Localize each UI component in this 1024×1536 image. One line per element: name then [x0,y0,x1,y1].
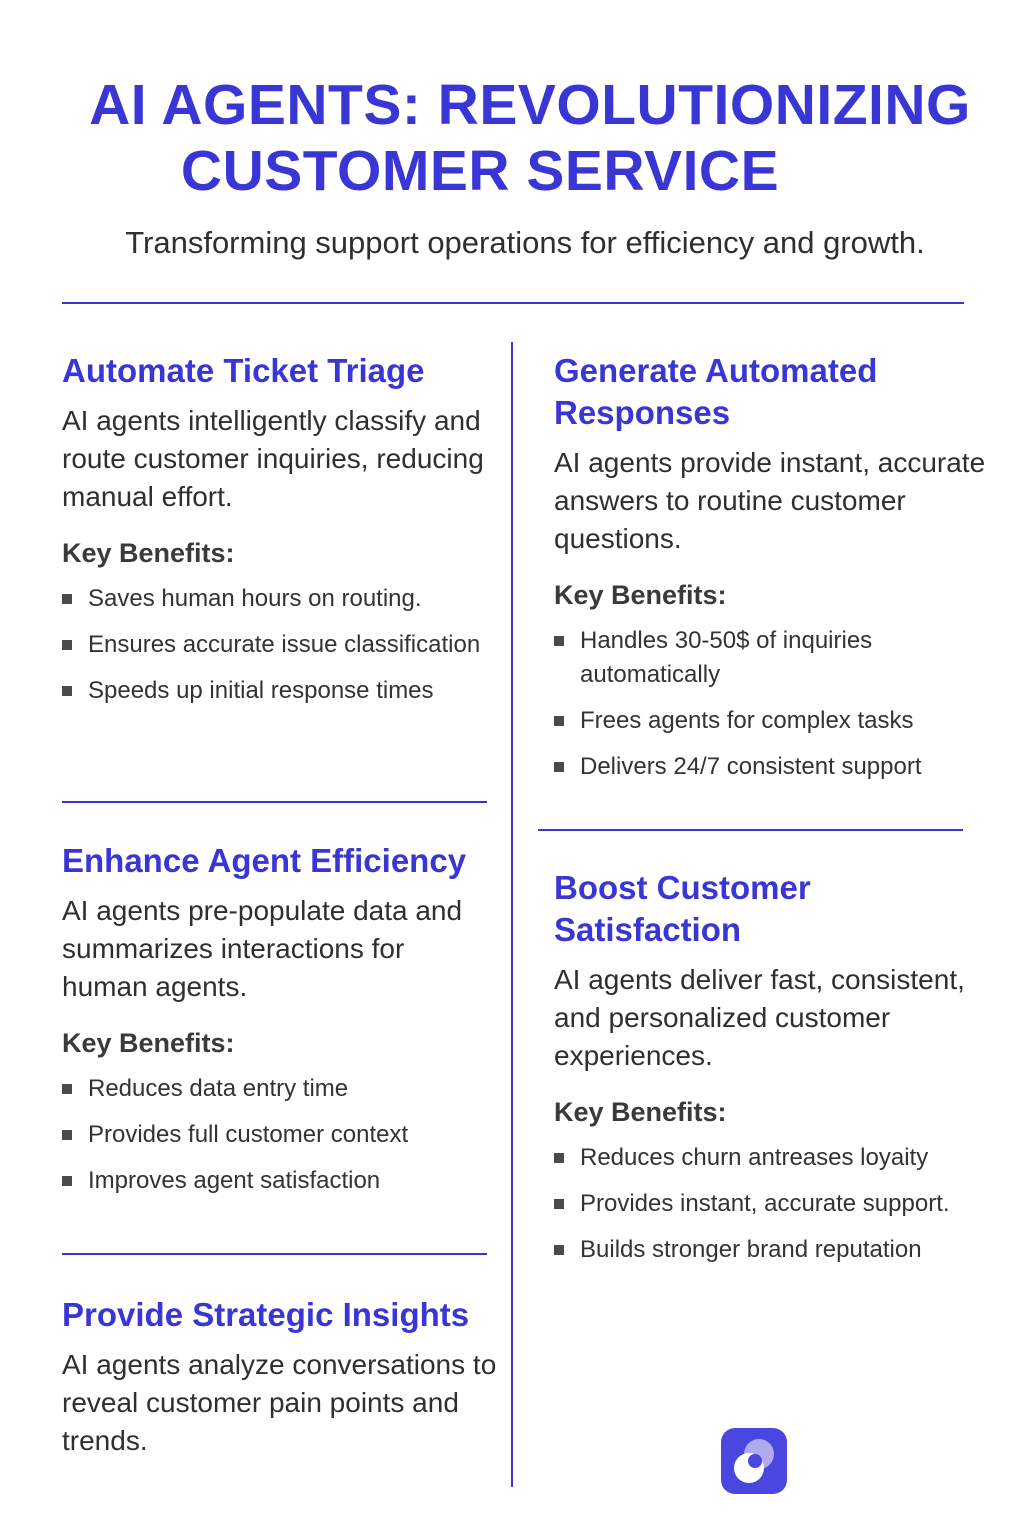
list-item: Reduces data entry time [62,1072,492,1106]
list-item: Builds stronger brand reputation [554,1233,999,1267]
list-item: Handles 30-50$ of inquiries automaticall… [554,624,994,692]
right-divider-1 [538,829,963,831]
key-benefits-label: Key Benefits: [554,1097,727,1127]
benefits-list: Saves human hours on routing. Ensures ac… [62,582,492,708]
section-automate-ticket-triage: Automate Ticket Triage AI agents intelli… [62,350,492,720]
header-divider [62,302,964,304]
key-benefits-label: Key Benefits: [62,1028,235,1058]
left-divider-1 [62,801,487,803]
benefits-list: Handles 30-50$ of inquiries automaticall… [554,624,994,784]
section-enhance-agent-efficiency: Enhance Agent Efficiency AI agents pre-p… [62,840,492,1210]
square-bullet-icon [62,1130,72,1140]
list-item: Provides instant, accurate support. [554,1187,999,1221]
benefits-list: Reduces churn antreases loyaity Provides… [554,1141,999,1267]
section-description: AI agents intelligently classify and rou… [62,405,484,512]
section-title: Provide Strategic Insights [62,1296,470,1333]
square-bullet-icon [554,1153,564,1163]
key-benefits-label: Key Benefits: [554,580,727,610]
square-bullet-icon [62,1084,72,1094]
square-bullet-icon [554,762,564,772]
section-title: Automate Ticket Triage [62,352,425,389]
section-generate-automated-responses: Generate Automated Responses AI agents p… [554,350,994,796]
square-bullet-icon [554,636,564,646]
benefits-list: Reduces data entry time Provides full cu… [62,1072,492,1198]
square-bullet-icon [62,686,72,696]
list-item: Reduces churn antreases loyaity [554,1141,999,1175]
list-item: Speeds up initial response times [62,674,492,708]
title-line-2: CUSTOMER SERVICE [180,139,780,203]
square-bullet-icon [554,1199,564,1209]
list-item: Saves human hours on routing. [62,582,492,616]
square-bullet-icon [62,594,72,604]
title-line-1: AI AGENTS: REVOLUTIONIZING [89,73,971,137]
list-item: Delivers 24/7 consistent support [554,750,994,784]
section-title: Boost Customer Satisfaction [554,869,811,948]
column-divider [511,342,513,1487]
square-bullet-icon [62,1176,72,1186]
overlapping-circles-logo-icon [721,1428,787,1494]
section-description: AI agents analyze conversations to revea… [62,1349,497,1456]
section-description: AI agents provide instant, accurate answ… [554,447,986,554]
section-provide-strategic-insights: Provide Strategic Insights AI agents ana… [62,1294,502,1460]
key-benefits-label: Key Benefits: [62,538,235,568]
square-bullet-icon [554,1245,564,1255]
section-title: Enhance Agent Efficiency [62,842,467,879]
square-bullet-icon [554,716,564,726]
list-item: Frees agents for complex tasks [554,704,994,738]
square-bullet-icon [62,640,72,650]
section-description: AI agents pre-populate data and summariz… [62,895,463,1002]
section-title: Generate Automated Responses [554,352,878,431]
section-boost-customer-satisfaction: Boost Customer Satisfaction AI agents de… [554,867,999,1279]
left-divider-2 [62,1253,487,1255]
list-item: Improves agent satisfaction [62,1164,492,1198]
page-title: AI AGENTS: REVOLUTIONIZING CUSTOMER SERV… [60,72,1000,204]
page-subtitle: Transforming support operations for effi… [125,225,925,260]
list-item: Ensures accurate issue classification [62,628,492,662]
section-description: AI agents deliver fast, consistent, and … [554,964,965,1071]
list-item: Provides full customer context [62,1118,492,1152]
